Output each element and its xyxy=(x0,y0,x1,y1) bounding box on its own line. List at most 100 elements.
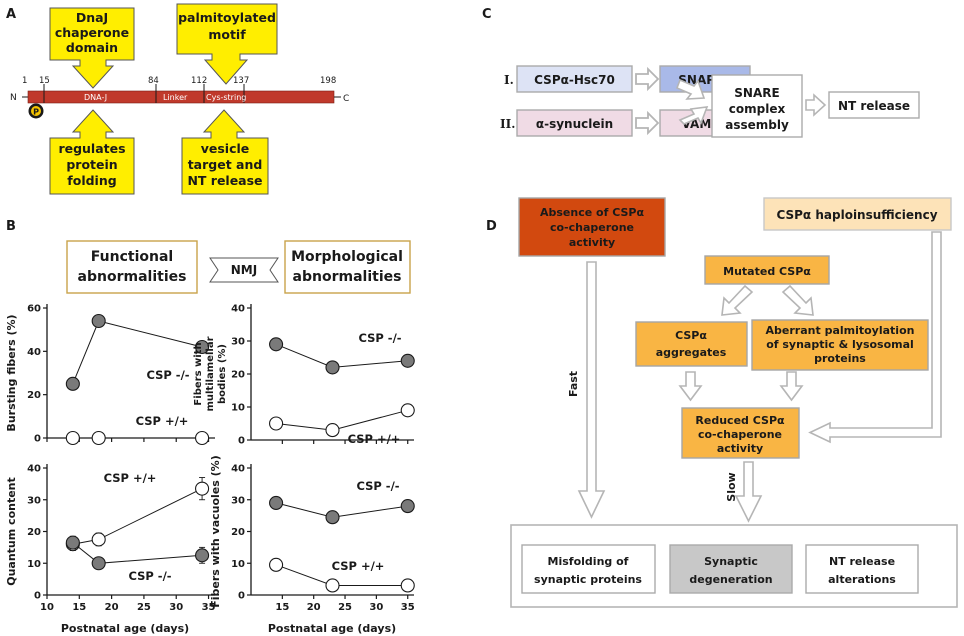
phospho-label: P xyxy=(33,108,39,117)
callout-dnaj-line-3: domain xyxy=(66,40,118,55)
y-axis-label-line: bodies (%) xyxy=(217,344,228,404)
box-reduced-line-3: activity xyxy=(717,442,763,455)
data-point-ko xyxy=(269,337,284,352)
box-snare-line-2: complex xyxy=(729,102,786,116)
callout-palmitoylated-motif: palmitoylated motif xyxy=(176,3,278,85)
arrow-d-aber-red xyxy=(779,371,804,402)
x-tick-label: 30 xyxy=(369,602,383,613)
series-label: CSP -/- xyxy=(146,368,189,382)
arrow-c-5 xyxy=(805,93,827,117)
series-label: CSP -/- xyxy=(128,569,171,583)
box-aberrant-line-3: proteins xyxy=(814,352,866,365)
header-morphological-line-2: abnormalities xyxy=(293,269,402,285)
box-reduced-line-2: co-chaperone xyxy=(698,428,782,441)
data-point-wt xyxy=(325,578,340,593)
data-point-wt xyxy=(269,557,284,572)
box-misfolding-line-1: Misfolding of xyxy=(548,555,629,568)
callout-vesicle-line-3: NT release xyxy=(187,173,262,188)
series-label: CSP +/+ xyxy=(104,471,157,485)
data-point-ko xyxy=(91,556,106,571)
arrow-c-4 xyxy=(678,106,709,125)
data-point-wt xyxy=(195,430,210,446)
x-tick-label: 10 xyxy=(40,602,54,613)
box-haploinsufficiency xyxy=(763,197,952,231)
box-mutated xyxy=(704,255,830,285)
data-point-wt xyxy=(400,578,415,593)
callout-dnaj-line-2: chaperone xyxy=(55,25,129,40)
panel-b: B Functional abnormalities NMJ Morpholog… xyxy=(5,219,415,635)
data-point-wt xyxy=(91,430,106,446)
y-axis-label-line: multilamellar xyxy=(205,336,216,411)
domain-cys-string: Cys-string xyxy=(206,93,246,102)
y-tick-label: 30 xyxy=(231,495,245,506)
box-csp-hsc70-text: CSPα-Hsc70 xyxy=(534,73,615,87)
label-slow: Slow xyxy=(725,472,738,501)
callout-palm-line-2: motif xyxy=(208,27,246,42)
data-point-ko xyxy=(65,535,80,550)
callout-palm-line-1: palmitoylated xyxy=(178,10,276,25)
x-tick-label: 25 xyxy=(338,602,352,613)
nmj-arrow-shape xyxy=(209,257,279,283)
y-tick-label: 20 xyxy=(27,390,41,401)
box-nt-alterations-line-2: alterations xyxy=(828,573,896,586)
arrow-d-slow xyxy=(734,461,763,523)
box-reduced xyxy=(681,407,800,459)
box-aggregates xyxy=(635,321,748,367)
x-tick-label: 15 xyxy=(72,602,86,613)
panel-b-label: B xyxy=(6,219,16,234)
residue-198: 198 xyxy=(320,76,336,86)
series-label: CSP +/+ xyxy=(136,414,189,428)
y-tick-label: 30 xyxy=(231,337,245,348)
y-tick-label: 20 xyxy=(231,370,245,381)
y-tick-label: 10 xyxy=(231,403,245,414)
data-point-ko xyxy=(400,353,415,368)
box-nt-release xyxy=(828,91,920,119)
box-absence-line-3: activity xyxy=(569,236,615,249)
y-tick-label: 0 xyxy=(238,436,245,447)
data-point-wt xyxy=(325,423,340,438)
header-morphological-box xyxy=(284,240,411,294)
y-tick-label: 20 xyxy=(231,527,245,538)
series-label: CSP +/+ xyxy=(348,432,401,446)
y-tick-label: 0 xyxy=(238,591,245,602)
x-tick-label: 30 xyxy=(169,602,183,613)
arrow-c-3 xyxy=(675,78,706,100)
arrow-d-fast xyxy=(577,261,606,519)
panel-a: A DnaJ chaperone domain palmitoylated mo… xyxy=(6,3,349,195)
xlabel-right: Postnatal age (days) xyxy=(268,622,396,635)
panel-c-nt: NT release xyxy=(828,91,920,119)
x-tick-label: 20 xyxy=(105,602,119,613)
y-axis-label: Quantum content xyxy=(5,477,18,586)
box-mutated-text: Mutated CSPα xyxy=(723,265,811,278)
x-tick-label: 35 xyxy=(401,602,415,613)
protein-bar: N C 1 15 84 112 137 198 DNA-J Linker Cys… xyxy=(10,76,349,119)
data-point-wt xyxy=(195,481,210,496)
box-aggregates-line-2: aggregates xyxy=(656,346,727,359)
header-functional-line-2: abnormalities xyxy=(78,269,187,285)
data-point-ko xyxy=(195,548,210,563)
callout-folding-line-3: folding xyxy=(67,173,116,188)
box-aggregates-line-1: CSPα xyxy=(675,329,707,342)
y-tick-label: 10 xyxy=(27,559,41,570)
panel-d-label: D xyxy=(486,219,497,234)
box-snare-line-3: assembly xyxy=(725,118,789,132)
residue-137: 137 xyxy=(233,76,249,86)
callout-vesicle-line-1: vesicle xyxy=(201,141,250,156)
box-aberrant xyxy=(751,319,929,371)
data-point-wt xyxy=(400,403,415,418)
arrow-d-mut-aber xyxy=(781,284,814,316)
box-aberrant-line-2: of synaptic & lysosomal xyxy=(766,338,914,351)
y-tick-label: 0 xyxy=(34,591,41,602)
callout-regulates-folding: regulates protein folding xyxy=(49,109,135,195)
row-1-roman: I. xyxy=(504,73,514,87)
y-axis-label: Bursting fibers (%) xyxy=(5,314,18,431)
x-tick-label: 35 xyxy=(202,602,216,613)
callout-vesicle-target: vesicle target and NT release xyxy=(181,109,269,195)
y-tick-label: 40 xyxy=(231,464,245,475)
box-synaptic-degeneration xyxy=(669,544,793,594)
panel-a-label: A xyxy=(6,7,16,22)
